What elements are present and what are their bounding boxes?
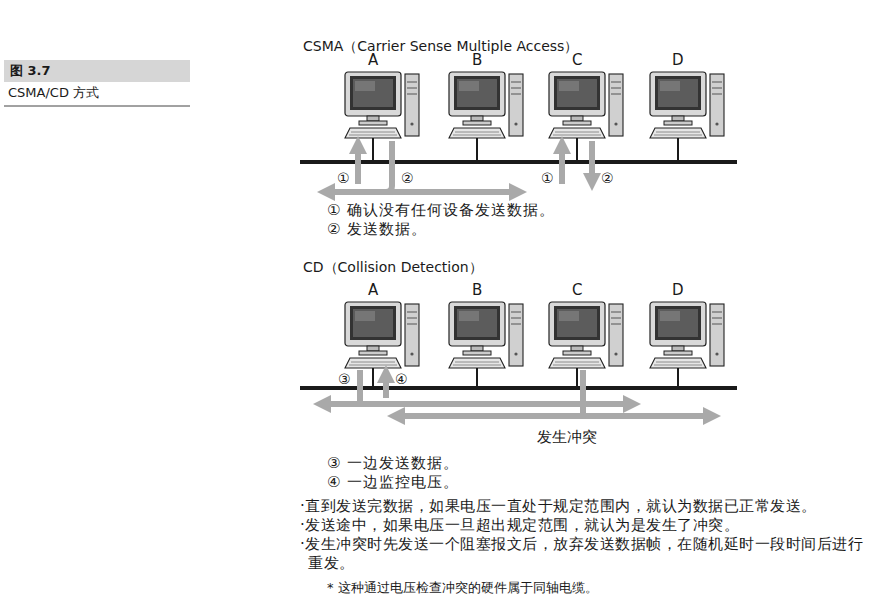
computer-icons bbox=[345, 302, 724, 368]
computer-label: B bbox=[472, 51, 482, 69]
figure-number-box: 图 3.7 bbox=[4, 60, 190, 82]
bullet-note: ·发生冲突时先发送一个阻塞报文后，放弃发送数据帧，在随机延时一段时间后进行重发。 bbox=[300, 535, 865, 573]
step-note: ③ 一边发送数据。 bbox=[327, 454, 459, 472]
drop-cable bbox=[373, 138, 678, 162]
section-title: CSMA（Carrier Sense Multiple Access） bbox=[303, 38, 578, 55]
computer-label: A bbox=[368, 51, 378, 69]
figure-caption: CSMA/CD 方式 bbox=[8, 85, 99, 101]
section-title: CD（Collision Detection） bbox=[303, 259, 483, 276]
bullet-note: ·发送途中，如果电压一旦超出规定范围，就认为是发生了冲突。 bbox=[300, 516, 865, 535]
step-note: ④ 一边监控电压。 bbox=[327, 473, 459, 491]
step-note: ② 发送数据。 bbox=[327, 220, 427, 238]
computer-label: A bbox=[368, 281, 378, 299]
callout-number: ② bbox=[401, 170, 414, 187]
figure-number: 图 3.7 bbox=[4, 60, 190, 82]
step-note: ① 确认没有任何设备发送数据。 bbox=[327, 201, 555, 219]
caption-rule bbox=[4, 106, 190, 107]
computer-label: D bbox=[672, 281, 684, 299]
callout-number: ② bbox=[601, 170, 614, 187]
collision-label: 发生冲突 bbox=[537, 428, 597, 446]
bullet-note: ·直到发送完数据，如果电压一直处于规定范围内，就认为数据已正常发送。 bbox=[300, 497, 865, 516]
signal-arrow bbox=[326, 141, 592, 192]
computer-label: B bbox=[472, 281, 482, 299]
bus-cable bbox=[300, 386, 737, 390]
computer-label: D bbox=[672, 51, 684, 69]
footnote: * 这种通过电压检查冲突的硬件属于同轴电缆。 bbox=[327, 580, 598, 596]
drop-cable bbox=[373, 368, 678, 388]
bus-cable bbox=[300, 160, 737, 164]
computer-icons bbox=[345, 72, 724, 138]
signal-arrow bbox=[322, 370, 712, 416]
callout-number: ③ bbox=[338, 371, 351, 388]
callout-number: ④ bbox=[395, 371, 408, 388]
computer-label: C bbox=[572, 281, 582, 299]
callout-number: ① bbox=[541, 170, 554, 187]
computer-label: C bbox=[572, 51, 582, 69]
callout-number: ① bbox=[337, 170, 350, 187]
